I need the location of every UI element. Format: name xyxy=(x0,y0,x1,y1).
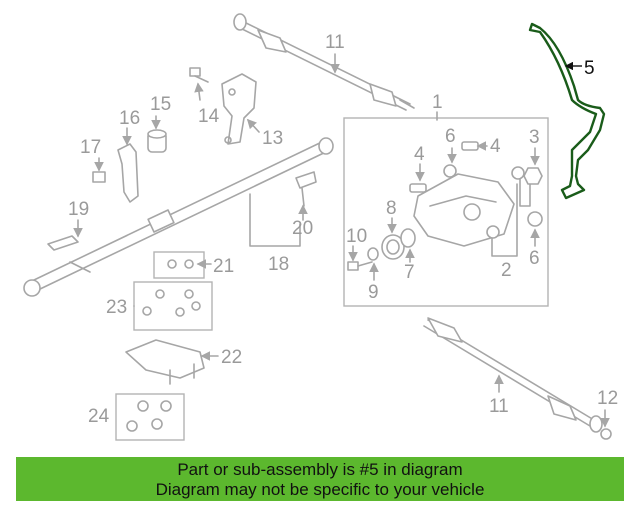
bushing-2 xyxy=(486,166,525,239)
callout-18: 18 xyxy=(268,254,289,275)
washer-6-bottom xyxy=(527,211,543,227)
nut-3 xyxy=(523,167,543,185)
callout-14: 14 xyxy=(198,106,220,127)
callout-24: 24 xyxy=(88,406,110,427)
info-banner: Part or sub-assembly is #5 in diagram Di… xyxy=(16,457,624,501)
bracket-22 xyxy=(125,339,205,385)
callout-23: 23 xyxy=(106,297,127,318)
nut-set-24-box xyxy=(115,393,185,441)
bolt-4-left xyxy=(409,183,427,193)
callout-5: 5 xyxy=(584,58,595,79)
callout-16: 16 xyxy=(119,108,140,129)
bracket-16 xyxy=(117,143,139,203)
callout-3: 3 xyxy=(529,127,540,148)
callout-12: 12 xyxy=(597,388,618,409)
callout-21: 21 xyxy=(213,256,234,277)
callout-4-right: 4 xyxy=(490,136,501,157)
seal-7 xyxy=(400,228,416,248)
banner-line-2: Diagram may not be specific to your vehi… xyxy=(155,480,485,499)
leader-lines xyxy=(73,53,610,428)
callout-6-bottom: 6 xyxy=(529,248,540,269)
nut-12 xyxy=(600,428,612,440)
bolt-set-21-box xyxy=(153,251,205,279)
propeller-shaft xyxy=(23,137,334,297)
bracket-20 xyxy=(295,171,317,207)
callout-1: 1 xyxy=(432,92,443,113)
callout-labels: 11 14 13 15 16 17 19 20 18 1 6 4 3 4 8 1… xyxy=(68,32,618,427)
bolt-17 xyxy=(92,171,106,183)
differential-group-box xyxy=(343,117,549,307)
highlighted-part-5 xyxy=(528,22,606,200)
callout-11-top: 11 xyxy=(325,32,345,53)
callout-19: 19 xyxy=(68,199,89,220)
front-axle-shaft xyxy=(233,13,415,111)
seal-8 xyxy=(381,234,405,260)
sensor-4-right xyxy=(461,141,479,151)
bracket-13 xyxy=(221,73,257,145)
callout-22: 22 xyxy=(221,347,242,368)
washer-9 xyxy=(367,247,379,261)
bushing-15 xyxy=(147,129,167,153)
rear-axle-shaft xyxy=(423,317,603,433)
callout-17: 17 xyxy=(80,137,101,158)
callout-9: 9 xyxy=(368,282,379,303)
callout-8: 8 xyxy=(386,198,397,219)
clip-19 xyxy=(47,235,79,251)
callout-11-bottom: 11 xyxy=(489,396,509,417)
callout-15: 15 xyxy=(150,94,171,115)
washer-6-top xyxy=(443,164,457,178)
callout-13: 13 xyxy=(262,128,283,149)
callout-6-top: 6 xyxy=(445,126,456,147)
callout-20: 20 xyxy=(292,218,313,239)
callout-2: 2 xyxy=(501,260,512,281)
banner-line-1: Part or sub-assembly is #5 in diagram xyxy=(177,460,463,479)
differential-housing xyxy=(413,173,531,247)
callout-7: 7 xyxy=(404,262,415,283)
callout-10: 10 xyxy=(346,226,367,247)
bolt-10 xyxy=(347,261,373,271)
bolt-14 xyxy=(189,67,209,83)
callout-4-left: 4 xyxy=(414,144,425,165)
